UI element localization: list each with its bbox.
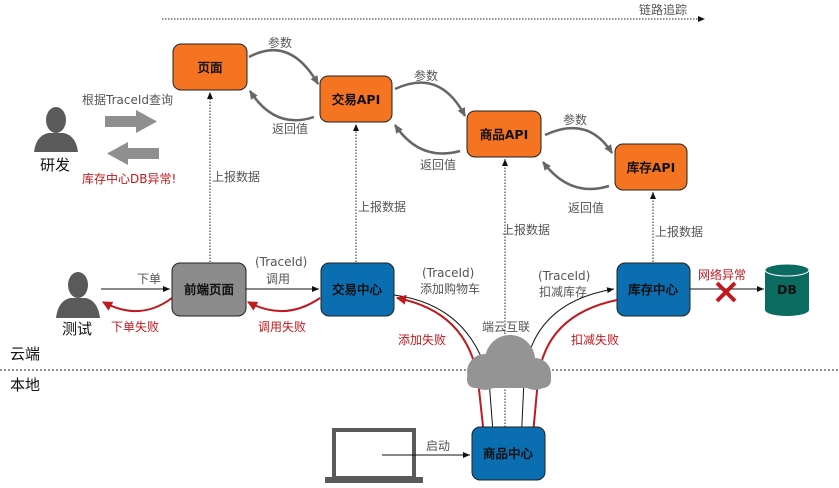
tester-person-icon [56,272,100,318]
network-error-x-icon [715,281,737,303]
result-arrow-left [107,142,159,165]
zone-local-label: 本地 [10,376,40,394]
developer-label: 研发 [40,156,70,174]
goods-api-node[interactable]: 商品API [466,110,542,158]
network-error-label: 网络异常 [698,267,746,282]
deduct-label: 扣减库存 [539,284,587,299]
call-fail-label: 调用失败 [258,319,306,334]
return-label-3: 返回值 [568,200,604,215]
db-label: DB [777,282,797,297]
call-label: 调用 [266,272,290,286]
order-fail-arrow [102,297,173,313]
result-label: 库存中心DB异常! [82,171,176,186]
laptop-icon [325,428,423,483]
db-cylinder[interactable]: DB [764,263,810,316]
stock-api-label: 库存API [627,160,676,175]
param-label-1: 参数 [268,35,292,50]
trade-center-node[interactable]: 交易中心 [320,262,395,317]
trade-api-node[interactable]: 交易API [319,75,393,123]
return-arrow-2 [393,124,461,155]
trade-center-label: 交易中心 [332,282,383,297]
add-fail-label: 添加失败 [398,332,446,347]
page-node-label: 页面 [197,60,223,75]
frontend-label: 前端页面 [184,282,235,297]
return-arrow-1 [248,90,315,122]
trace-axis-label: 链路追踪 [639,2,687,17]
stock-center-label: 库存中心 [628,282,679,297]
order-fail-label: 下单失败 [111,319,159,334]
goods-api-label: 商品API [480,127,529,142]
developer-person-icon [34,107,78,152]
zone-cloud-label: 云端 [10,345,40,363]
param-arrow-3 [544,126,614,154]
deduct-traceid-label: (TraceId) [538,269,590,283]
stock-api-node[interactable]: 库存API [614,143,688,191]
start-label: 启动 [426,439,450,453]
return-arrow-3 [542,161,610,191]
call-fail-arrow [247,297,321,313]
param-arrow-2 [394,81,467,117]
param-arrow-1 [248,48,320,85]
report-label-trade: 上报数据 [358,199,406,214]
page-node[interactable]: 页面 [172,43,248,91]
trade-api-label: 交易API [332,92,381,107]
goods-center-node[interactable]: 商品中心 [471,426,546,481]
cloud-icon [467,335,551,390]
query-label: 根据TraceId查询 [82,93,173,107]
cloud-label: 端云互联 [482,320,530,334]
frontend-node[interactable]: 前端页面 [171,262,247,317]
report-label-frontend: 上报数据 [212,169,260,184]
stock-center-node[interactable]: 库存中心 [616,262,691,317]
param-label-2: 参数 [414,68,438,83]
report-label-goods: 上报数据 [502,222,550,237]
tester-label: 测试 [62,320,92,338]
goods-center-label: 商品中心 [483,446,534,461]
deduct-fail-label: 扣减失败 [571,332,619,347]
return-label-2: 返回值 [420,157,456,172]
order-label: 下单 [137,272,161,286]
add-label: 添加购物车 [420,281,480,296]
return-label-1: 返回值 [272,121,308,136]
param-label-3: 参数 [563,112,587,127]
add-traceid-label: (TraceId) [422,266,474,280]
call-traceid-label: (TraceId) [255,255,307,269]
report-label-stock: 上报数据 [655,224,703,239]
query-arrow-right [105,110,157,133]
